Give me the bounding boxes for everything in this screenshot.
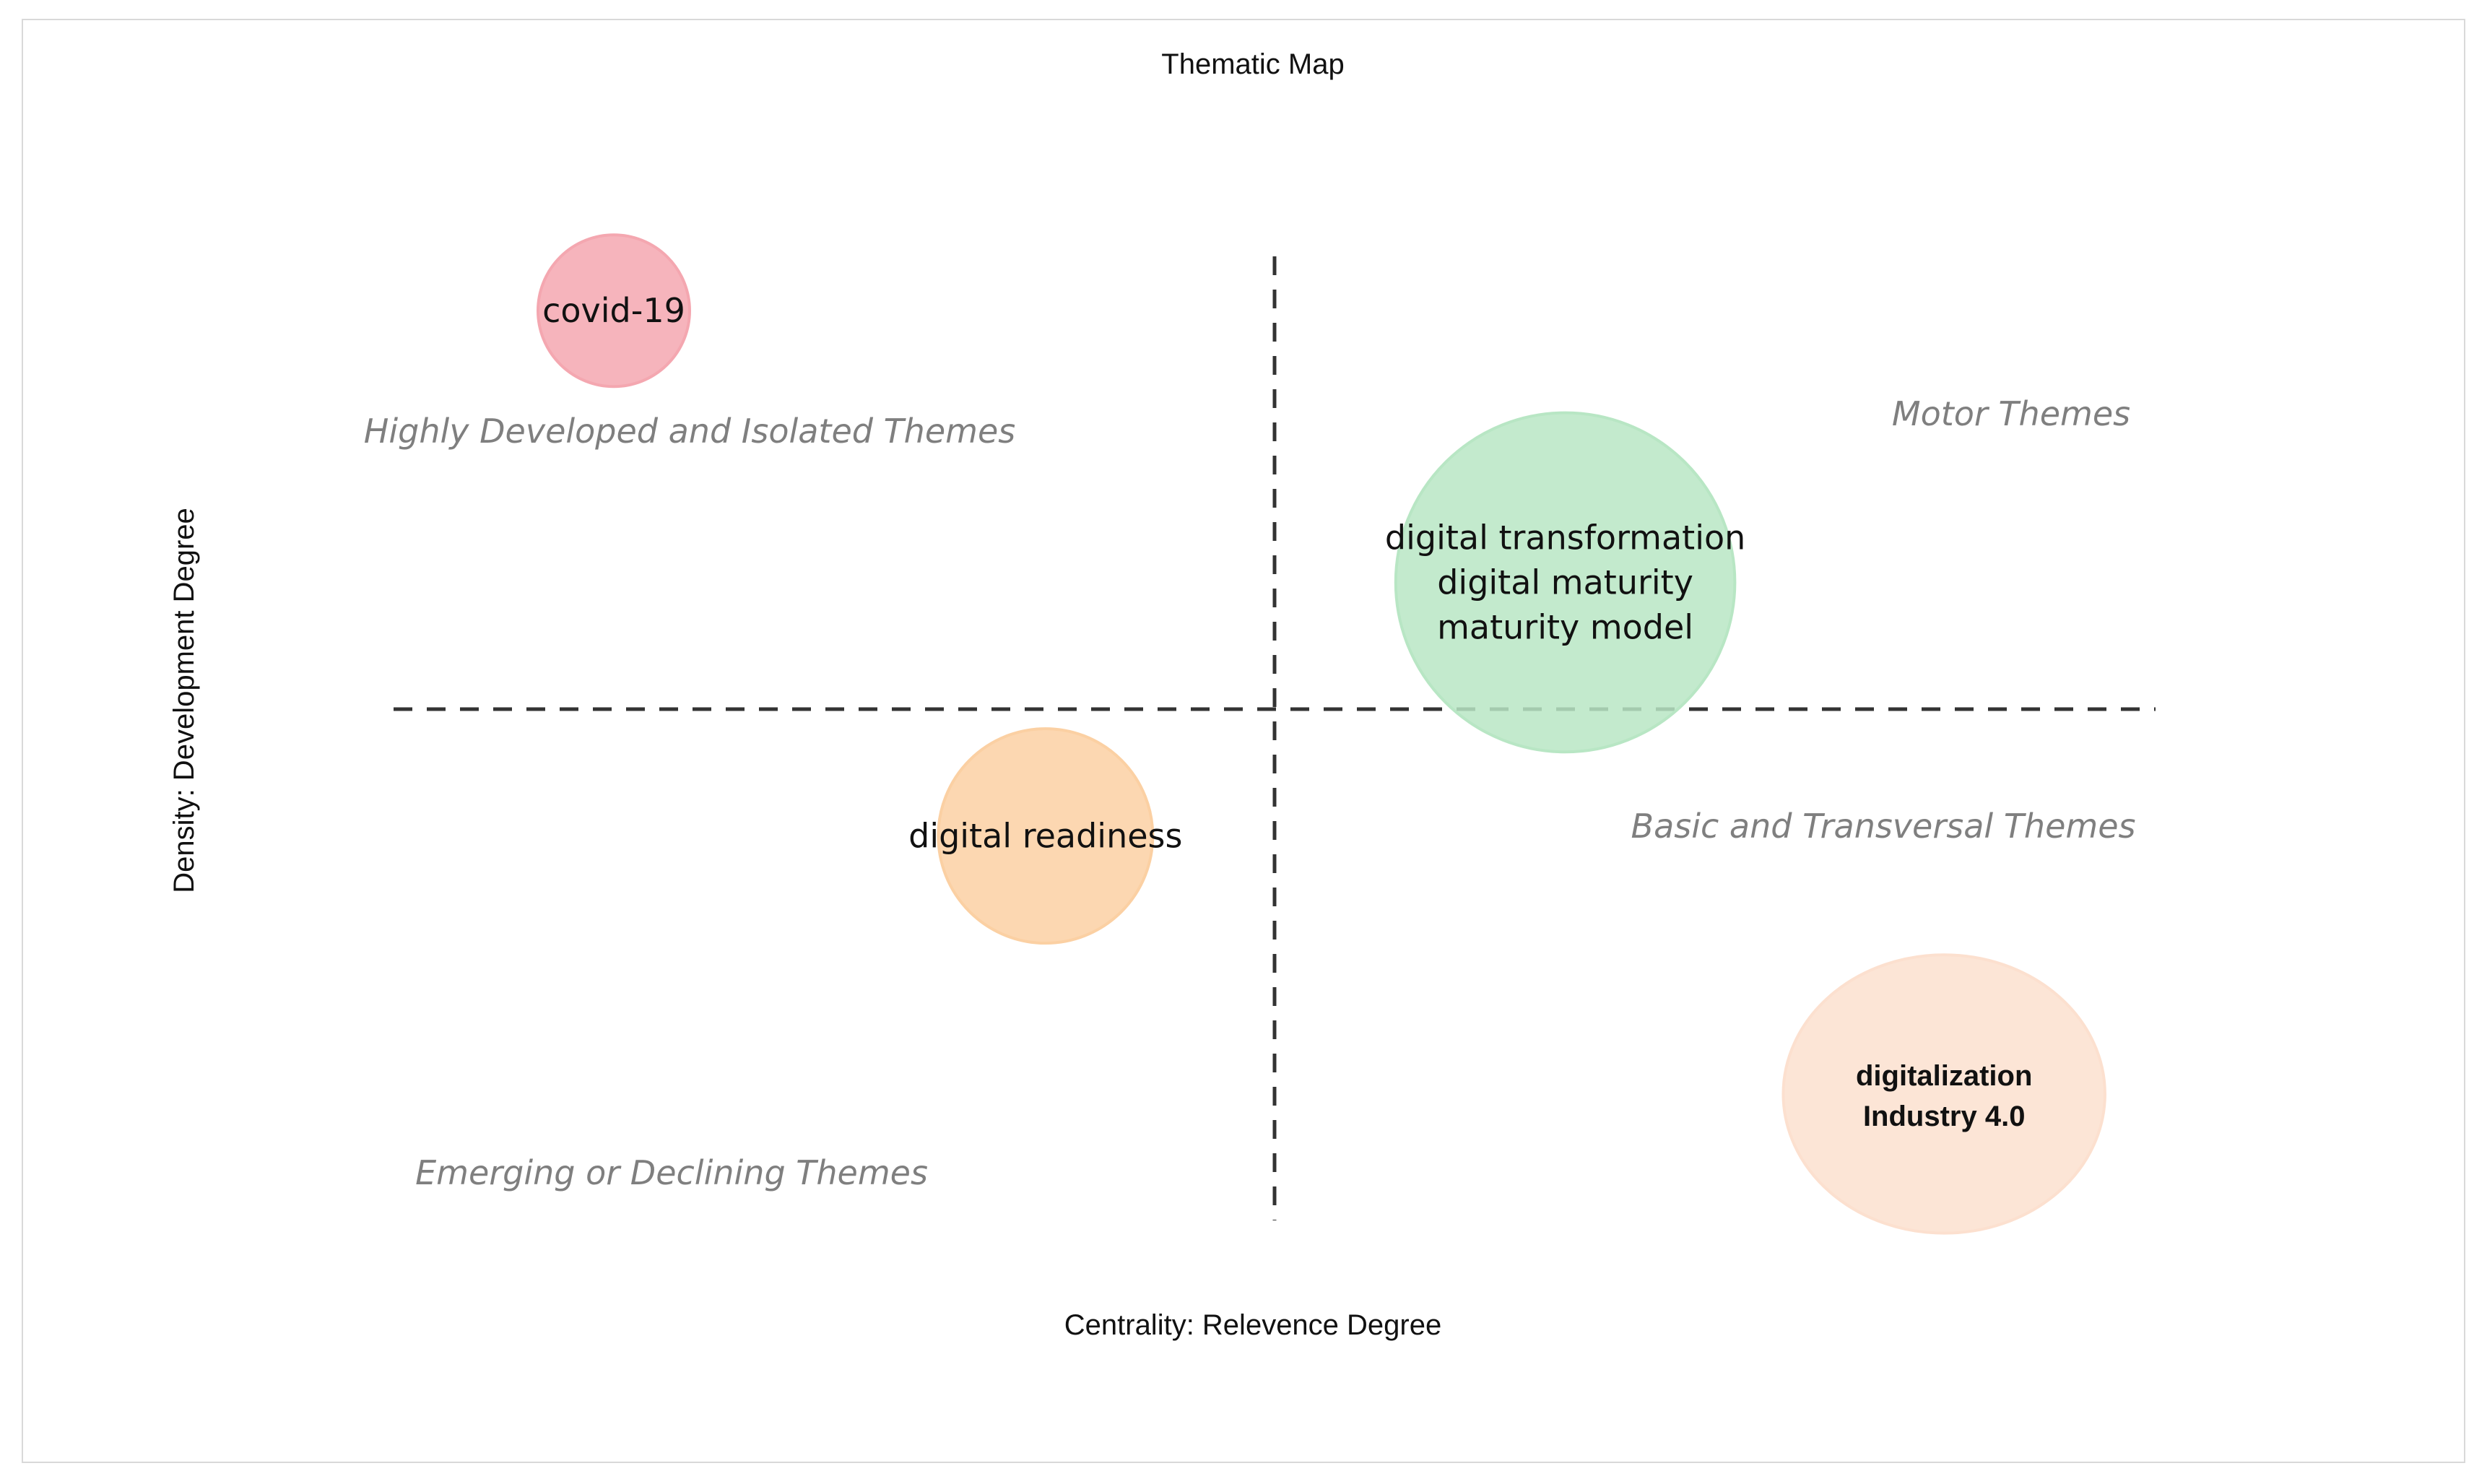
y-axis-label: Density: Development Degree xyxy=(168,508,200,893)
quadrant-label-top-right: Motor Themes xyxy=(1892,394,2130,433)
bubble-circle xyxy=(937,727,1155,945)
bubble: covid-19 xyxy=(537,233,691,389)
bubble: digital transformation digital maturity ma… xyxy=(1385,411,1745,754)
bubble-label: maturity model xyxy=(1437,607,1693,646)
chart-title: Thematic Map xyxy=(1161,48,1344,80)
quadrant-label-top-left: Highly Developed and Isolated Themes xyxy=(364,412,1015,451)
bubble-label: digital readiness xyxy=(908,817,1182,856)
bubble-layer: covid-19 digital transformation digital ma… xyxy=(537,233,2106,1235)
bubble-label: digitalization xyxy=(1856,1060,2032,1092)
bubble-label: digital maturity xyxy=(1437,563,1693,602)
quadrant-label-bottom-right: Basic and Transversal Themes xyxy=(1631,807,2136,846)
bubble-circle xyxy=(1394,411,1737,754)
bubble-label: covid-19 xyxy=(542,291,685,330)
bubble-label: digital transformation xyxy=(1385,518,1745,557)
x-axis-label: Centrality: Relevence Degree xyxy=(1064,1309,1441,1341)
bubble-label: Industry 4.0 xyxy=(1863,1101,2026,1132)
bubble: digital readiness xyxy=(908,727,1182,945)
bubble-circle xyxy=(537,233,691,389)
bubble-circle xyxy=(1781,953,2106,1235)
quadrant-label-bottom-left: Emerging or Declining Themes xyxy=(415,1153,928,1192)
chart-frame xyxy=(22,19,2465,1463)
